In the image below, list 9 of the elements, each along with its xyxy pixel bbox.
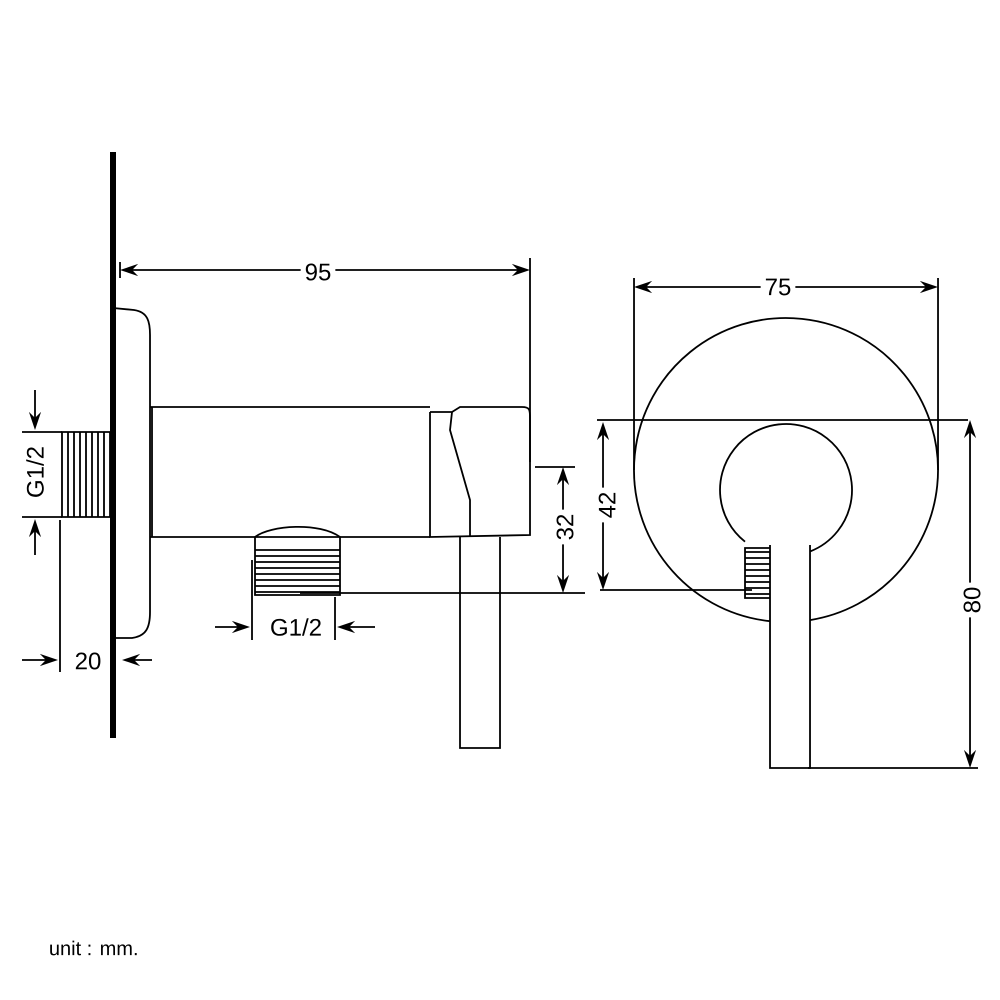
dimension-label: 42 [594,488,620,522]
dimension-label: 20 [70,648,106,674]
dimension-label: 32 [552,510,578,544]
dimension-label: G1/2 [22,442,48,502]
dimension-label: 95 [300,260,336,284]
unit-note: unit : mm. [50,940,137,956]
dimension-label: G1/2 [266,614,326,640]
dimension-label: 80 [960,582,984,618]
dimension-label: 75 [760,274,796,300]
